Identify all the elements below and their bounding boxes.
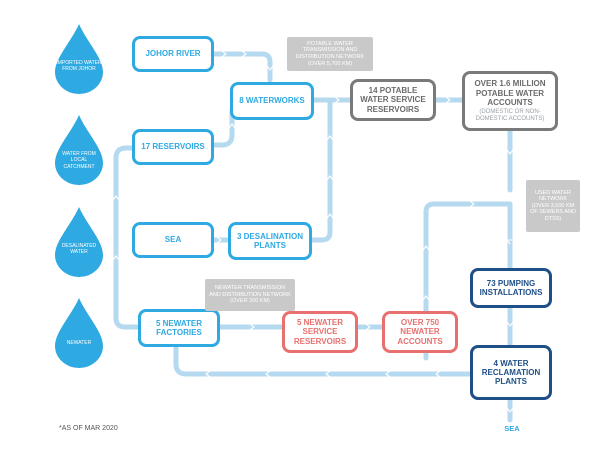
note-used-water-network: USED WATER NETWORK (OVER 3,500 KM OF SEW… (526, 180, 580, 232)
pipe-reclamation-to-newater (173, 345, 475, 377)
node-sea: SEA (132, 222, 214, 258)
node-potable-accounts: OVER 1.6 MILLION POTABLE WATER ACCOUNTS … (462, 71, 558, 131)
node-johor-river: JOHOR RIVER (132, 36, 214, 72)
sea-outfall-label: SEA (504, 424, 520, 433)
source-label: Desalinated water (61, 243, 97, 256)
water-drop-icon (55, 298, 103, 368)
pipe-johor-to-waterworks (210, 51, 273, 83)
potable-accounts-title: OVER 1.6 MILLION POTABLE WATER ACCOUNTS (474, 79, 546, 107)
source-newater: NEWater (49, 296, 109, 368)
node-newater-accounts: OVER 750 NEWATER ACCOUNTS (382, 311, 458, 353)
source-label: Imported water from Johor (56, 60, 102, 73)
footnote: *AS OF MAR 2020 (59, 425, 118, 432)
water-drop-icon (55, 115, 103, 185)
source-label: NEWater (66, 340, 92, 346)
source-imported-water: Imported water from Johor (49, 22, 109, 94)
node-desalination-plants: 3 DESALINATION PLANTS (228, 222, 312, 260)
node-waterworks: 8 WATERWORKS (230, 82, 314, 120)
pipe-used-water-to-reclamation (423, 201, 513, 361)
node-newater-reservoirs: 5 NEWATER SERVICE RESERVOIRS (282, 311, 358, 353)
source-local-catchment: Water from local catchment (49, 113, 109, 185)
node-water-reclamation-plants: 4 WATER RECLAMATION PLANTS (470, 345, 552, 400)
water-drop-icon (55, 24, 103, 94)
node-newater-factories: 5 NEWATER FACTORIES (138, 309, 220, 347)
pipe-desalination-to-network (307, 97, 333, 243)
note-newater-network: NEWATER TRANSMISSION AND DISTRIBUTION NE… (205, 279, 295, 311)
note-potable-network: POTABLE WATER TRANSMISSION AND DISTRIBUT… (287, 37, 373, 71)
potable-accounts-subtitle: (DOMESTIC OR NON-DOMESTIC ACCOUNTS) (475, 108, 545, 122)
node-potable-reservoirs: 14 POTABLE WATER SERVICE RESERVOIRS (350, 79, 436, 121)
water-drop-icon (55, 207, 103, 277)
node-reservoirs: 17 RESERVOIRS (132, 129, 214, 165)
source-label: Water from local catchment (62, 151, 96, 170)
source-desalinated-water: Desalinated water (49, 205, 109, 277)
node-pumping-installations: 73 PUMPING INSTALLATIONS (470, 268, 552, 308)
flow-arrows (112, 50, 514, 413)
pipe-newater-loop (113, 145, 143, 330)
